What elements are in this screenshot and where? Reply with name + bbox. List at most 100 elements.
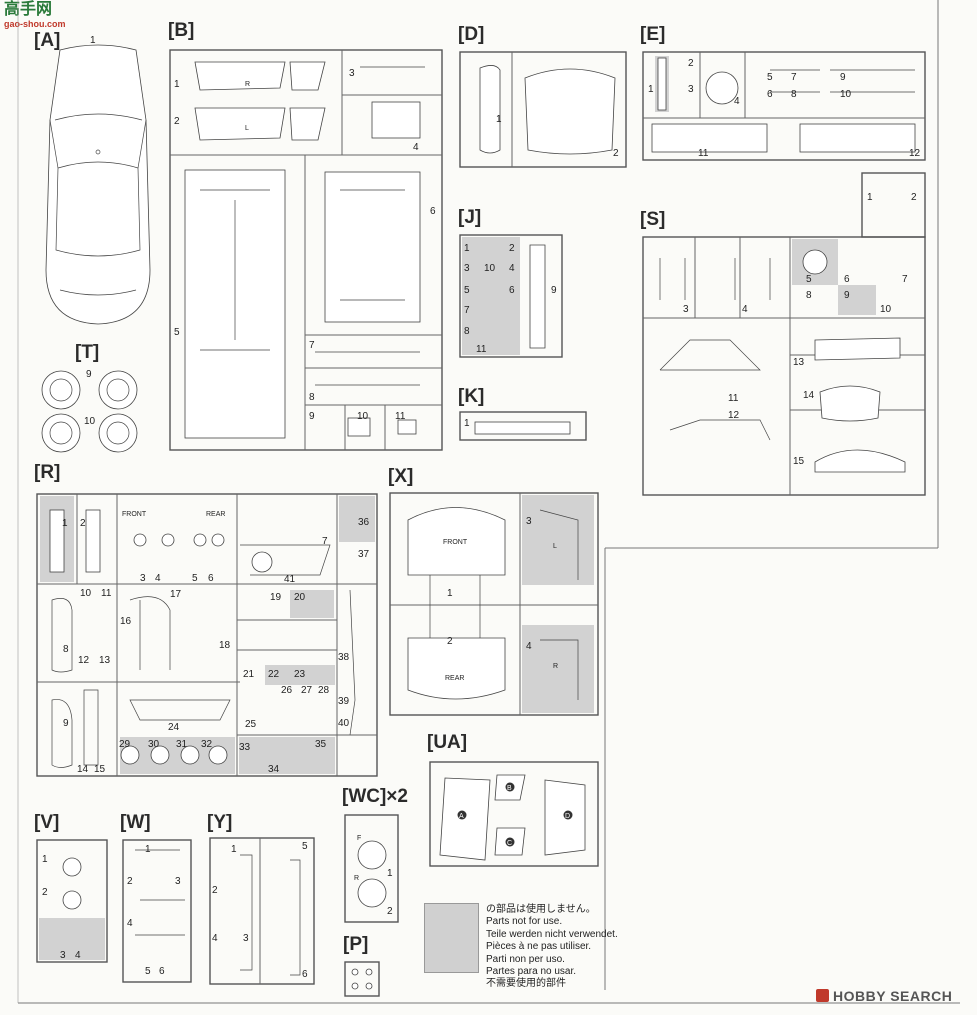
part-number: 30: [148, 739, 160, 750]
frame-y: [209, 837, 315, 985]
part-number: 2: [127, 876, 133, 887]
part-number: 6: [159, 966, 165, 977]
watermark-brand-text: HOBBY SEARCH: [833, 988, 953, 1004]
section-label-v: [V]: [34, 812, 59, 833]
part-number: 2: [387, 906, 393, 917]
frame-j: [459, 234, 563, 358]
part-number: 6: [208, 573, 214, 584]
part-number: 18: [219, 640, 231, 651]
section-label-e: [E]: [640, 24, 665, 45]
part-number: 3: [243, 933, 249, 944]
section-label-p: [P]: [343, 934, 368, 955]
part-number: 39: [338, 696, 350, 707]
part-number: 4: [526, 641, 532, 652]
decal-letter: D: [565, 813, 570, 820]
part-number: 3: [683, 304, 689, 315]
part-number: 14: [803, 390, 815, 401]
window-mask-a: [439, 777, 491, 861]
part-number: 8: [309, 392, 315, 403]
frame-v: [36, 839, 108, 963]
part-number: 11: [476, 344, 487, 355]
wheel-rear: [357, 878, 387, 908]
legend-line: 不需要使用的部件: [486, 978, 566, 990]
rear-light-part: [85, 509, 101, 573]
frame-s: [642, 236, 926, 496]
frame-p: [344, 961, 380, 997]
chassis-floor: [184, 169, 421, 439]
part-number: 22: [268, 669, 280, 680]
part-number: 5: [174, 327, 180, 338]
part-number: 2: [447, 636, 453, 647]
frame-b: [169, 49, 443, 451]
part-number: 8: [806, 290, 812, 301]
decal-letter: B: [507, 785, 512, 792]
section-label-t: [T]: [75, 342, 99, 363]
p-parts: [351, 968, 373, 990]
part-number: 36: [358, 517, 370, 528]
roll-cage: [659, 339, 771, 441]
steering-wheel: [705, 71, 739, 105]
unused-parts-legend: の部品は使用しません。 Parts not for use. Teile wer…: [486, 904, 618, 991]
section-label-r: [R]: [34, 462, 60, 483]
panel-part: [814, 449, 906, 473]
section-label-x: [X]: [388, 466, 413, 487]
part-number: 9: [551, 285, 557, 296]
watermark-url: gao-shou.com: [4, 19, 66, 29]
part-number: 1: [464, 243, 470, 254]
part-number: 7: [791, 72, 797, 83]
legend-line: Parti non per uso.: [486, 953, 565, 965]
r-label: R: [553, 663, 558, 670]
part-number: 25: [245, 719, 257, 730]
part-number: 13: [99, 655, 111, 666]
section-label-b: [B]: [168, 20, 194, 41]
rear-label: REAR: [445, 675, 464, 682]
wheel-front: [357, 840, 387, 870]
section-label-s: [S]: [640, 209, 665, 230]
section-label-wc: [WC]×2: [342, 786, 408, 807]
part-number: 10: [357, 411, 369, 422]
part-number: 20: [294, 592, 306, 603]
part-number: 4: [75, 950, 81, 961]
light-part: [657, 57, 667, 111]
part-number: 3: [349, 68, 355, 79]
part-number: 1: [867, 192, 873, 203]
decal-letter-markers: [457, 782, 573, 847]
part-number: 7: [322, 536, 328, 547]
part-number: 2: [509, 243, 515, 254]
bumper-front: [651, 123, 768, 153]
r-label: R: [354, 875, 359, 882]
frame-wc: [344, 814, 399, 923]
part-number: 1: [387, 868, 393, 879]
part-number: 5: [767, 72, 773, 83]
r-label: R: [245, 81, 250, 88]
part-number: 19: [270, 592, 282, 603]
section-label-w: [W]: [120, 812, 151, 833]
hood-part: [524, 68, 616, 155]
part-number: 5: [464, 285, 470, 296]
part-number: 24: [168, 722, 180, 733]
wing-part: [479, 65, 501, 154]
decal-letter: A: [459, 813, 464, 820]
part-number: 1: [62, 518, 68, 529]
part-number: 3: [464, 263, 470, 274]
rear-light-part: [49, 509, 65, 573]
part-number: 10: [880, 304, 892, 315]
tire-set: [41, 370, 138, 453]
part-number: 12: [728, 410, 740, 421]
watermark-logo: 高手网: [4, 1, 53, 18]
f-label: F: [357, 835, 361, 842]
part-number: 9: [840, 72, 846, 83]
part-number: 14: [77, 764, 89, 775]
part-number: 2: [688, 58, 694, 69]
v-part: [62, 857, 82, 877]
part-number: 4: [212, 933, 218, 944]
frame-e: [642, 51, 926, 161]
part-number: 7: [902, 274, 908, 285]
frame-s-ext: [861, 172, 926, 238]
small-parts-b: [315, 66, 425, 437]
part-number: 2: [42, 887, 48, 898]
part-number: 9: [86, 369, 92, 380]
part-number: 4: [742, 304, 748, 315]
window-rear: [407, 637, 506, 700]
part-number: 5: [302, 841, 308, 852]
